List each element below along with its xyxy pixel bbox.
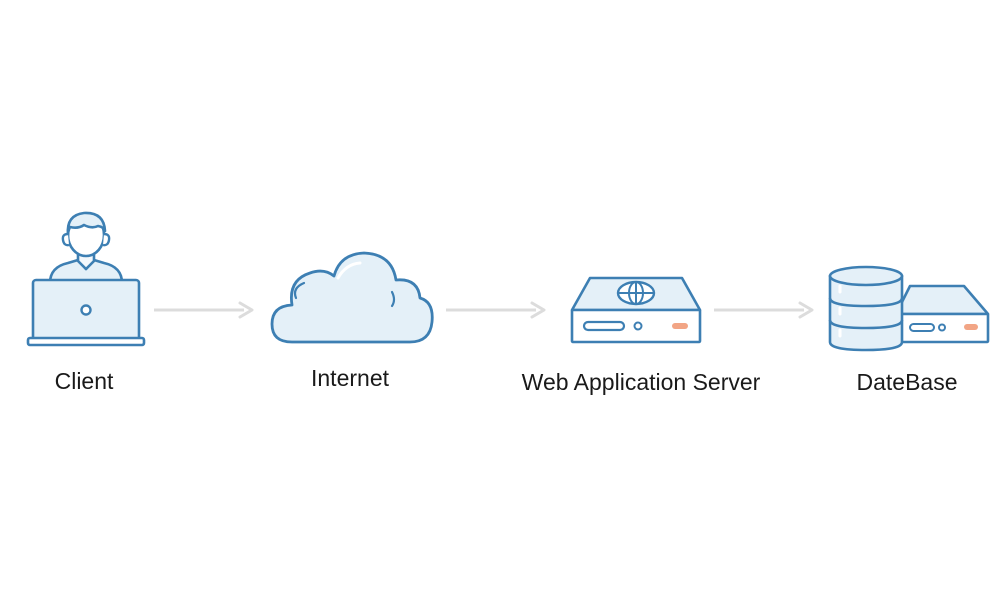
web-server-label: Web Application Server [521,369,761,395]
client-label: Client [54,368,114,394]
arrow-client-to-internet [154,301,254,319]
database-server-icon [828,265,990,352]
internet-node [268,250,434,346]
arrow-right-icon [154,301,254,319]
web-server-node [568,274,704,346]
client-node [26,205,146,347]
internet-label: Internet [311,365,389,391]
arrow-internet-to-server [446,301,546,319]
database-node [826,264,994,354]
server-globe-icon [570,276,702,344]
arrow-server-to-database [714,301,814,319]
database-label: DateBase [856,369,958,395]
arrow-right-icon [714,301,814,319]
arrow-right-icon [446,301,546,319]
cloud-icon [270,251,434,344]
user-laptop-icon [26,211,146,347]
